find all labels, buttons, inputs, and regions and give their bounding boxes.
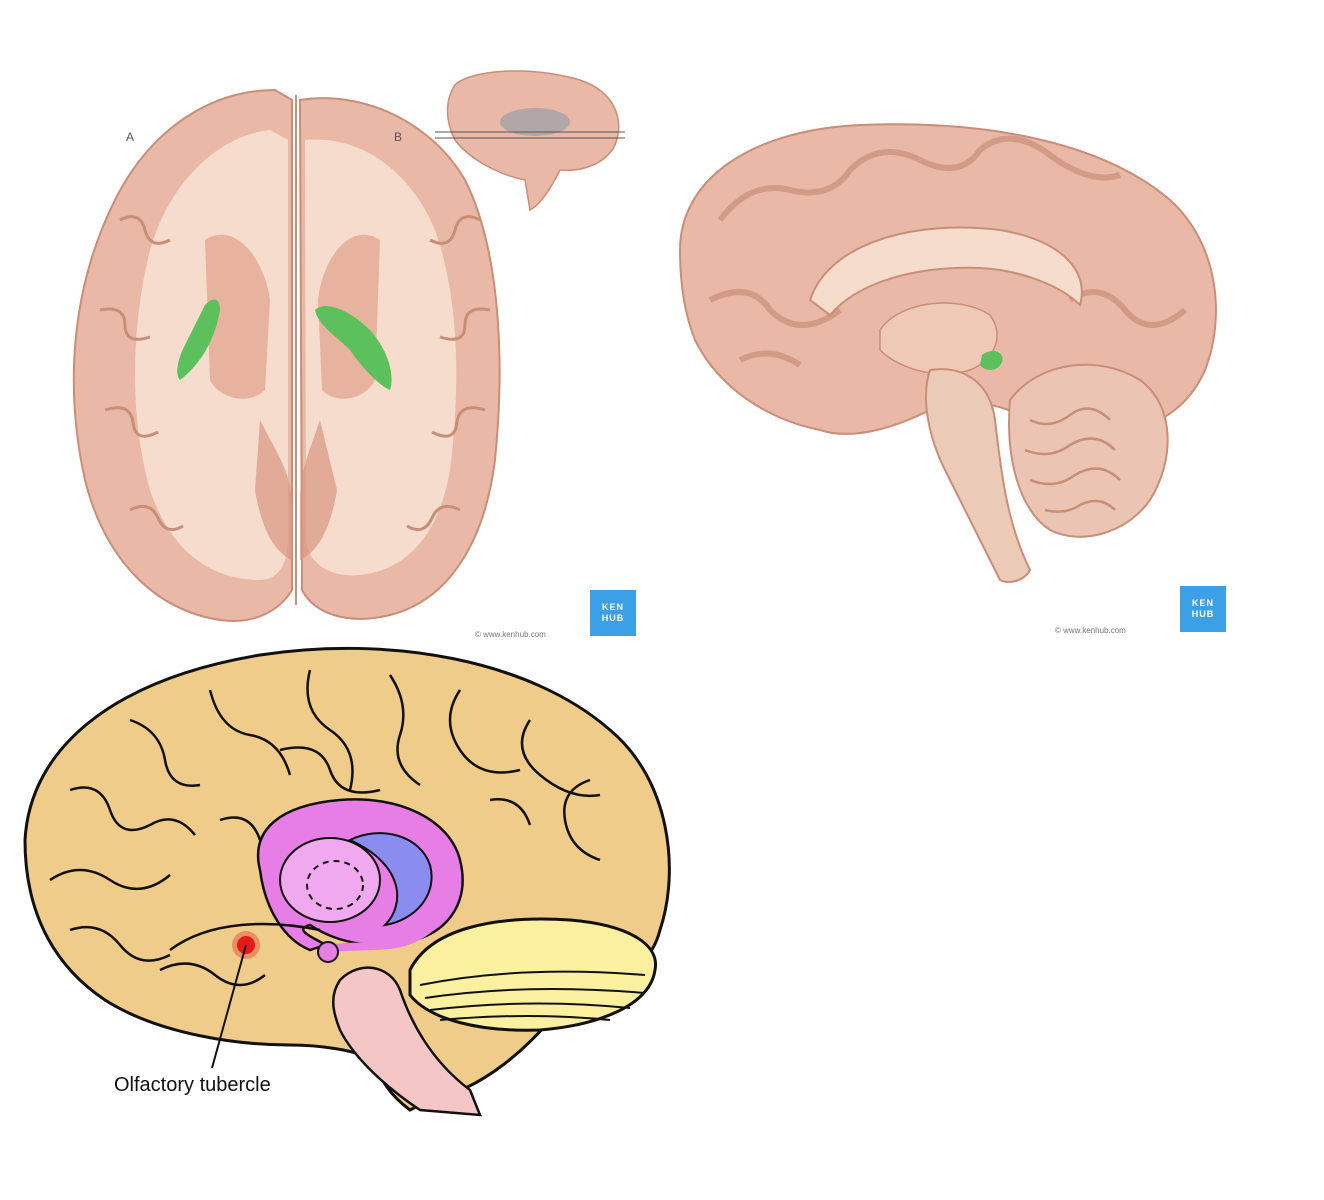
- cerebellum: [408, 917, 658, 1032]
- callout-leader-line: [211, 944, 247, 1069]
- kenhub-logo: KEN HUB: [590, 590, 636, 636]
- lateral-schematic-figure: Olfactory tubercle: [10, 640, 690, 1120]
- kenhub-logo: KEN HUB: [1180, 586, 1226, 632]
- panel-label-a: A: [126, 130, 135, 144]
- cerebellum: [1008, 363, 1169, 538]
- highlight-green: [980, 350, 1003, 370]
- lateral-brain-diagram: [23, 646, 671, 1117]
- sagittal-brain-illustration: [678, 123, 1217, 583]
- axial-brain-illustration: [72, 70, 625, 622]
- panel-label-b: B: [394, 130, 403, 144]
- sagittal-section-figure: © www.kenhub.com KEN HUB: [660, 100, 1250, 650]
- olfactory-tubercle-label: Olfactory tubercle: [114, 1074, 271, 1096]
- logo-line-2: HUB: [601, 613, 625, 623]
- copyright-text: © www.kenhub.com: [475, 630, 546, 639]
- logo-line-1: KEN: [601, 602, 624, 612]
- logo-line-2: HUB: [1191, 609, 1215, 619]
- inset-sagittal-thumbnail: [435, 70, 625, 212]
- axial-section-figure: A B © www.kenhub.com KEN HUB: [60, 60, 650, 650]
- logo-line-1: KEN: [1191, 598, 1214, 608]
- highlight-left: [177, 299, 220, 380]
- highlight-right: [315, 306, 392, 390]
- copyright-text: © www.kenhub.com: [1055, 626, 1126, 635]
